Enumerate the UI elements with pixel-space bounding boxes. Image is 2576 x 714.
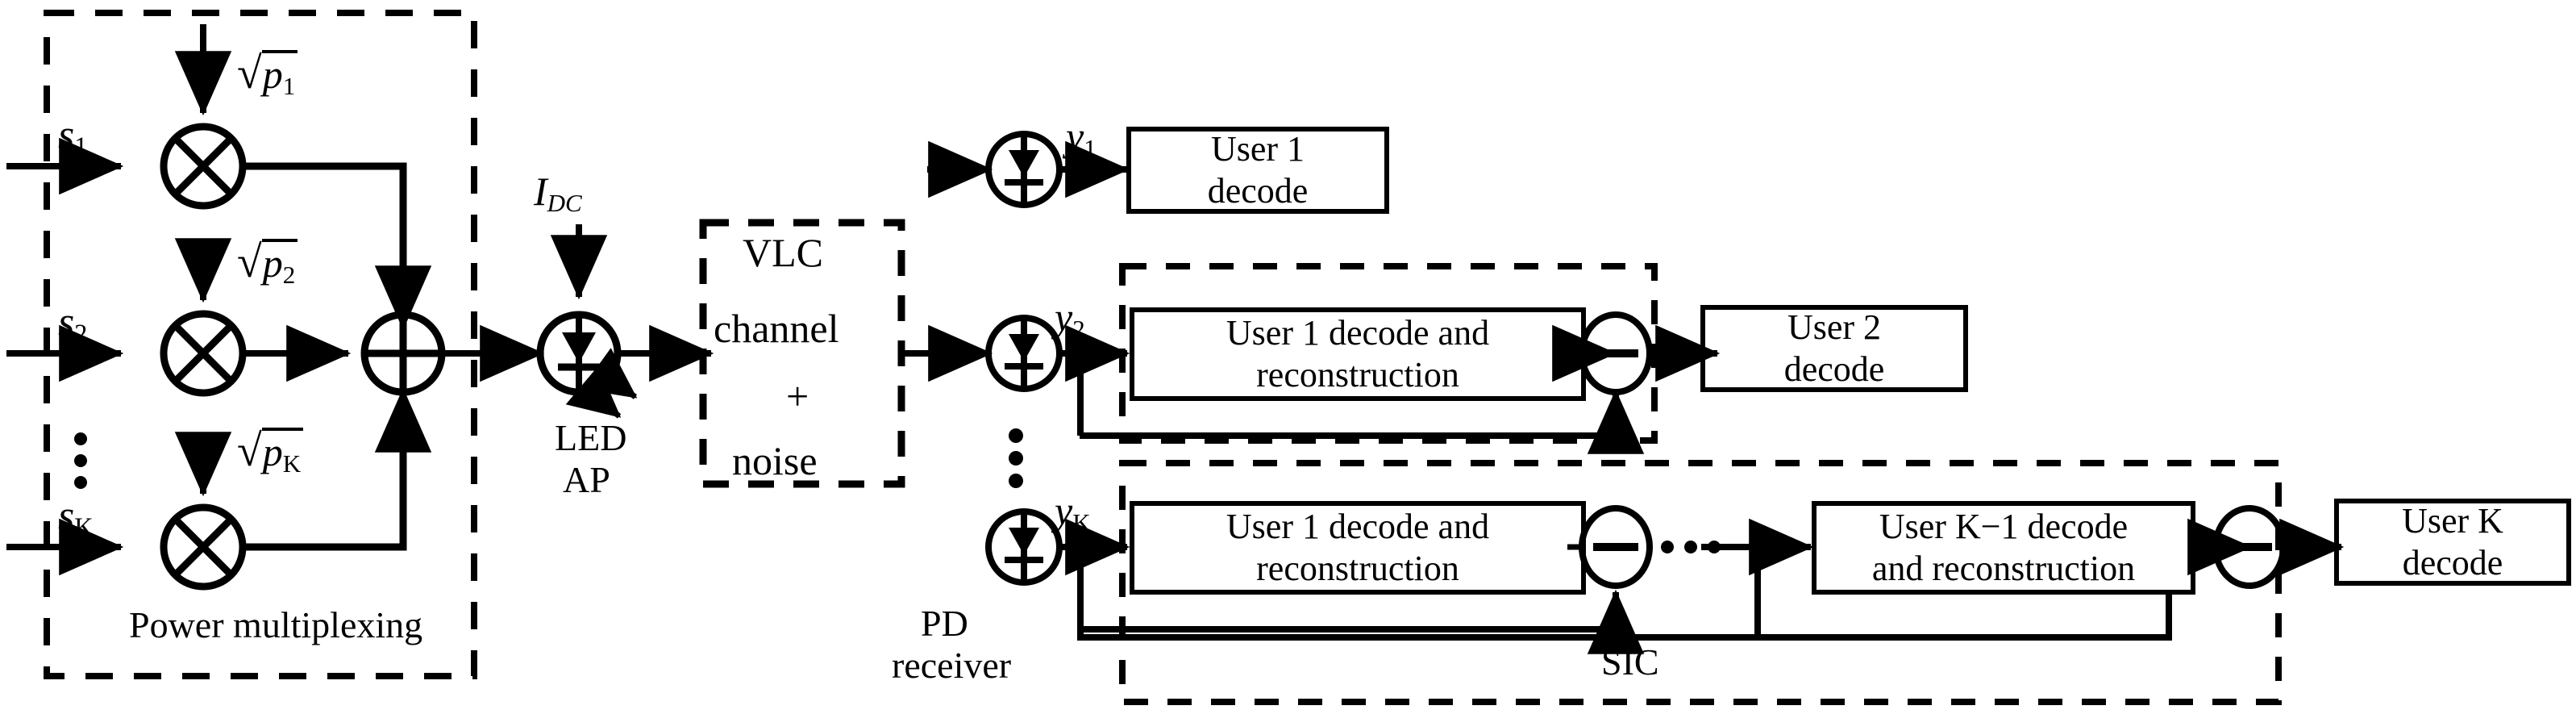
bias-current-label: IDC: [534, 169, 582, 217]
signal-label-y1: y1: [1066, 114, 1097, 162]
user2-decode-box: [1700, 305, 1968, 392]
gain-label-sqrt-pk: √pK: [237, 428, 304, 478]
pd-receiver-label-line2: receiver: [892, 645, 1012, 686]
pd-receiver-label-line1: PD: [921, 603, 968, 644]
vlc-channel-line1: VLC: [743, 230, 823, 275]
vlc-channel-line4: noise: [732, 438, 818, 483]
userk-decode-box: [2334, 499, 2571, 586]
input-label-sk: sK: [58, 493, 94, 542]
vlc-channel-line2: channel: [714, 306, 839, 351]
input-label-s1: s1: [58, 112, 88, 161]
signal-label-y2: y2: [1055, 294, 1085, 343]
led-ap-label-line2: AP: [563, 459, 610, 500]
user1-decode-box: [1126, 127, 1389, 214]
gain-label-sqrt-p1: √p1: [237, 50, 298, 100]
transmitter-vertical-dots: [74, 432, 87, 489]
subtract-node-rowk-a-icon: [1579, 505, 1653, 589]
sic-rowk-dashed-box: [1119, 460, 2282, 705]
input-label-s2: s2: [58, 299, 88, 349]
signal-label-yk: yK: [1055, 488, 1091, 537]
gain-label-sqrt-p2: √p2: [237, 239, 298, 289]
vlc-channel-line3: +: [786, 374, 809, 419]
led-ap-label-line1: LED: [555, 417, 627, 458]
receiver-vertical-dots: [1009, 428, 1023, 488]
power-multiplexing-dashed-box: [44, 10, 477, 679]
power-multiplexing-label: Power multiplexing: [129, 604, 423, 645]
horizontal-ellipsis-dots: [1661, 541, 1721, 553]
sic-label: SIC: [1601, 641, 1659, 683]
